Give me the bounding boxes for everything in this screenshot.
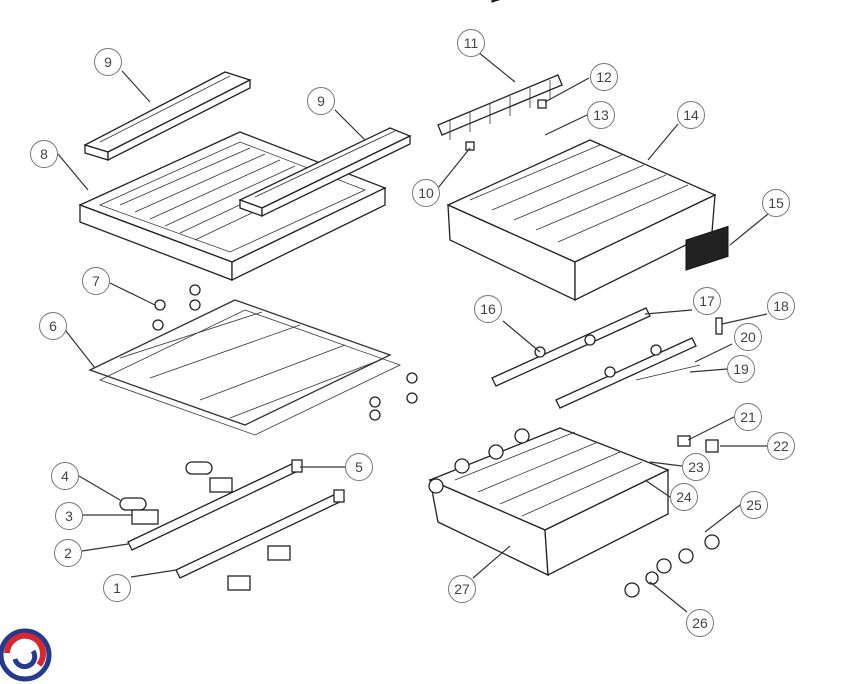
callout-6: 6 xyxy=(39,312,67,340)
callout-11: 11 xyxy=(457,29,485,57)
callout-1: 1 xyxy=(103,574,131,602)
callout-27: 27 xyxy=(448,575,476,603)
rail-assembly xyxy=(119,459,345,591)
callout-21: 21 xyxy=(734,403,762,431)
lower-basket xyxy=(428,427,720,598)
cutlery-tray-assembly xyxy=(78,71,412,282)
callout-26: 26 xyxy=(686,609,714,637)
callout-23: 23 xyxy=(682,453,710,481)
basket-rails xyxy=(491,307,723,409)
callout-14: 14 xyxy=(677,101,705,129)
callout-8: 8 xyxy=(30,140,58,168)
callout-9-left: 9 xyxy=(94,48,122,76)
callout-19: 19 xyxy=(727,355,755,383)
callout-5: 5 xyxy=(345,453,373,481)
callout-16: 16 xyxy=(474,295,502,323)
callout-10: 10 xyxy=(412,179,440,207)
callout-18: 18 xyxy=(767,292,795,320)
callout-4: 4 xyxy=(51,462,79,490)
utensil-tray-right xyxy=(238,127,412,218)
upper-basket xyxy=(446,139,729,302)
callout-25: 25 xyxy=(740,491,768,519)
upper-basket-accessories xyxy=(437,0,563,151)
brand-swirl-icon xyxy=(0,628,52,682)
callout-2: 2 xyxy=(54,539,82,567)
callout-20: 20 xyxy=(734,323,762,351)
upper-rack-frame xyxy=(88,284,418,436)
utensil-tray-left xyxy=(83,71,252,162)
callout-13: 13 xyxy=(587,101,615,129)
callout-3: 3 xyxy=(55,502,83,530)
callout-7: 7 xyxy=(82,267,110,295)
callout-22: 22 xyxy=(767,432,795,460)
callout-9-right: 9 xyxy=(307,87,335,115)
callout-24: 24 xyxy=(670,483,698,511)
leader-lines xyxy=(57,51,769,613)
callout-15: 15 xyxy=(762,189,790,217)
callout-17: 17 xyxy=(693,287,721,315)
callout-12: 12 xyxy=(590,63,618,91)
